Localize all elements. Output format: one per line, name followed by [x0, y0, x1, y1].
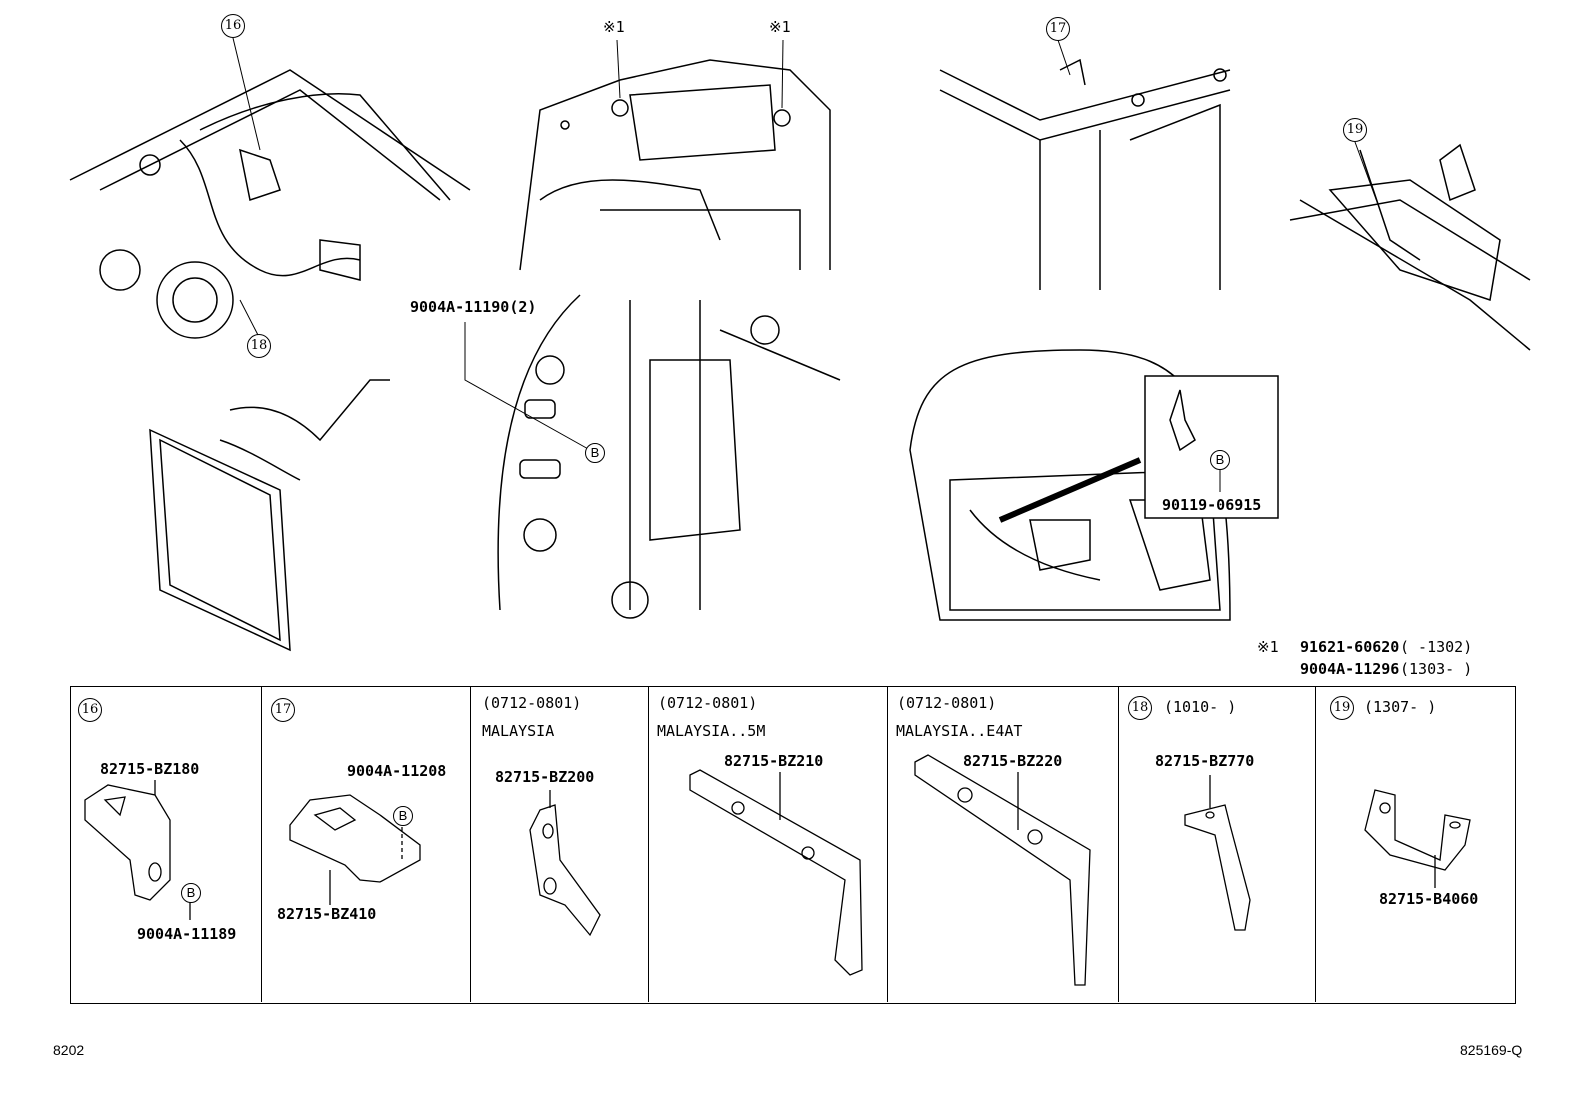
bracket-bz210-drawing: [689, 769, 863, 976]
callout-b: B: [393, 806, 413, 826]
part-label-9004A-11190: 9004A-11190(2): [410, 298, 537, 316]
table-divider: [648, 686, 649, 1002]
bracket-bz200-drawing: [529, 790, 601, 937]
shifter-illustration: [1289, 143, 1531, 351]
footer-code-left: 8202: [53, 1042, 85, 1058]
table-divider: [261, 686, 262, 1002]
part-number: 9004A-11189: [137, 925, 237, 943]
fuse-box-illustration: [464, 294, 841, 619]
callout-19: 19: [1343, 118, 1367, 142]
note-mark-1: ※1: [603, 18, 625, 36]
date-range: (1010- ): [1164, 698, 1237, 716]
cell-17-number: 17: [271, 698, 295, 722]
part-number: 82715-BZ210: [724, 752, 824, 770]
radiator-illustration: [149, 379, 390, 652]
bracket-16-drawing: [84, 780, 191, 920]
part-number: 82715-BZ180: [100, 760, 200, 778]
footnote-range-1: ( -1302): [1400, 638, 1473, 656]
cell-18-number: 18: [1128, 696, 1152, 720]
date-range: (0712-0801): [897, 694, 997, 712]
part-number: 82715-BZ200: [495, 768, 595, 786]
front-panel-illustration: [939, 58, 1231, 290]
spec-label: MALAYSIA: [482, 722, 555, 740]
parts-table: [70, 686, 1516, 1004]
part-number: 82715-BZ770: [1155, 752, 1255, 770]
footnote-range-2: (1303- ): [1400, 660, 1473, 678]
bracket-bz770-drawing: [1184, 775, 1251, 931]
part-number: 82715-BZ410: [277, 905, 377, 923]
date-range: (1307- ): [1364, 698, 1437, 716]
callout-16: 16: [221, 14, 245, 38]
bracket-17-drawing: [289, 794, 421, 905]
back-door-illustration: [909, 349, 1279, 621]
table-divider: [887, 686, 888, 1002]
footer-code-right: 825169-Q: [1460, 1042, 1523, 1058]
note-mark-1: ※1: [769, 18, 791, 36]
table-divider: [470, 686, 471, 1002]
callout-b: B: [1210, 450, 1230, 470]
part-number: 9004A-11208: [347, 762, 447, 780]
part-number: 82715-B4060: [1379, 890, 1479, 908]
table-divider: [1118, 686, 1119, 1002]
part-label-90119-06915: 90119-06915: [1162, 496, 1262, 514]
callout-b: B: [181, 883, 201, 903]
date-range: (0712-0801): [658, 694, 758, 712]
footnote-part-2: 9004A-11296: [1300, 660, 1400, 678]
callout-18: 18: [247, 334, 271, 358]
footnote-mark: ※1: [1257, 638, 1279, 656]
spec-label: MALAYSIA..5M: [657, 722, 766, 740]
cell-16-number: 16: [78, 698, 102, 722]
date-range: (0712-0801): [482, 694, 582, 712]
bracket-bz220-drawing: [914, 754, 1091, 986]
table-divider: [1315, 686, 1316, 1002]
relay-block-illustration: [519, 59, 831, 271]
bracket-b4060-drawing: [1364, 789, 1471, 888]
engine-bay-illustration: [69, 69, 471, 339]
footnote-part-1: 91621-60620: [1300, 638, 1400, 656]
callout-b: B: [585, 443, 605, 463]
cell-19-number: 19: [1330, 696, 1354, 720]
callout-17: 17: [1046, 17, 1070, 41]
spec-label: MALAYSIA..E4AT: [896, 722, 1023, 740]
part-number: 82715-BZ220: [963, 752, 1063, 770]
